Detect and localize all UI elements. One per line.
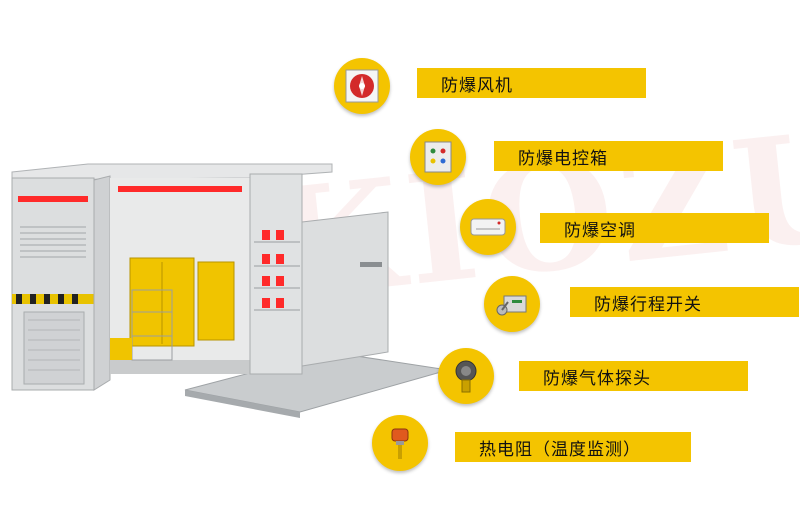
explosion-proof-limit-switch-icon: [484, 276, 540, 332]
explosion-proof-control-box-icon: [410, 129, 466, 185]
thermal-resistor-icon: [372, 415, 428, 471]
explosion-proof-fan-icon: [334, 58, 390, 114]
explosion-proof-air-conditioner-icon: [460, 199, 516, 255]
feature-label: 防爆空调: [540, 213, 769, 243]
feature-label: 防爆风机: [417, 68, 646, 98]
feature-label: 防爆气体探头: [519, 361, 748, 391]
feature-label: 防爆电控箱: [494, 141, 723, 171]
feature-label: 热电阻（温度监测）: [455, 432, 691, 462]
gas-detector-icon: [438, 348, 494, 404]
feature-label: 防爆行程开关: [570, 287, 799, 317]
